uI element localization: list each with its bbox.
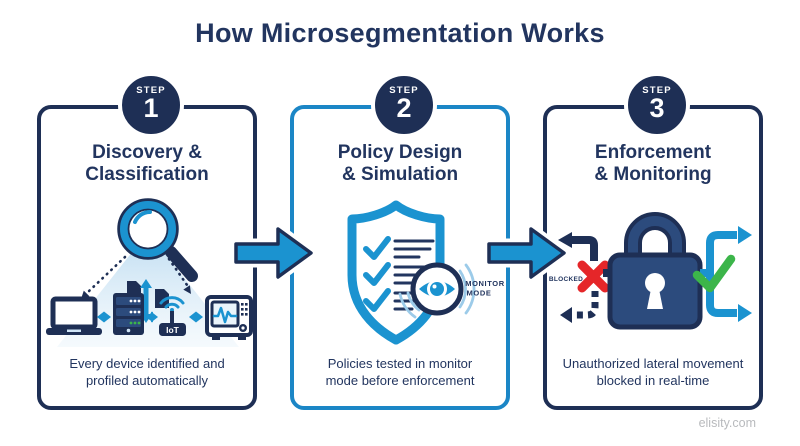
step-badge-3: STEP 3	[624, 72, 690, 138]
brand-link: elisity.com	[698, 416, 756, 430]
blocked-x-icon	[577, 260, 610, 293]
iot-label: IoT	[166, 325, 180, 335]
medical-monitor-icon	[205, 295, 253, 340]
server-icon	[113, 293, 144, 335]
monitor-mode-label-line2: MODE	[467, 289, 492, 298]
dotted-scan-arrows	[86, 255, 189, 294]
policy-icon-area: MONITOR MODE	[294, 197, 506, 359]
enforcement-icon: BLOCKED	[549, 212, 752, 330]
iot-icon: IoT	[159, 296, 186, 336]
link-arrow-3	[189, 311, 203, 323]
flow-arrow-icon-1	[232, 223, 316, 283]
step-badge-1: STEP 1	[118, 72, 184, 138]
flow-arrow-icon-2	[485, 223, 569, 283]
magnifier-icon	[117, 198, 198, 282]
allowed-path	[700, 226, 752, 322]
discovery-icon-area: IoT	[41, 197, 253, 359]
allowed-check-icon	[692, 254, 736, 293]
monitor-mode-label-line1: MONITOR	[465, 279, 504, 288]
page-title: How Microsegmentation Works	[195, 18, 605, 48]
lock-icon	[607, 212, 703, 330]
blocked-path	[558, 232, 598, 261]
enforcement-icon-area: BLOCKED	[547, 197, 759, 359]
discovery-icon: IoT	[46, 198, 253, 347]
laptop-icon	[46, 296, 102, 335]
blocked-dashed-path	[560, 291, 599, 323]
panel-heading-2: Policy Design & Simulation	[337, 142, 463, 186]
monitor-ripples	[398, 263, 476, 319]
step-badge-label: STEP	[642, 85, 672, 96]
step-badge-number: 3	[649, 93, 665, 123]
panel-discovery-classification: STEP 1 Discovery & Classification	[37, 72, 257, 410]
panel-caption-2: Policies tested in monitor mode before e…	[325, 356, 475, 389]
step-badge-number: 1	[143, 93, 159, 123]
eye-monitor-badge-icon	[410, 262, 464, 316]
panel-caption-1: Every device identified and profiled aut…	[69, 356, 225, 389]
panel-heading-1: Discovery & Classification	[85, 142, 209, 186]
step-badge-number: 2	[396, 93, 412, 123]
shield-checklist-icon: MONITOR MODE	[347, 200, 504, 345]
panel-policy-design-simulation: STEP 2 Policy Design & Simulation	[290, 72, 510, 410]
panel-enforcement-monitoring: STEP 3 Enforcement & Monitoring BLOCKED	[543, 72, 763, 410]
blocked-label: BLOCKED	[549, 276, 583, 283]
step-badge-label: STEP	[389, 85, 419, 96]
panel-heading-3: Enforcement & Monitoring	[594, 142, 712, 186]
panel-caption-3: Unauthorized lateral movement blocked in…	[562, 356, 744, 389]
link-arrow-1	[97, 311, 111, 323]
step-badge-label: STEP	[136, 85, 166, 96]
step-badge-2: STEP 2	[371, 72, 437, 138]
link-arrow-2	[146, 311, 158, 323]
